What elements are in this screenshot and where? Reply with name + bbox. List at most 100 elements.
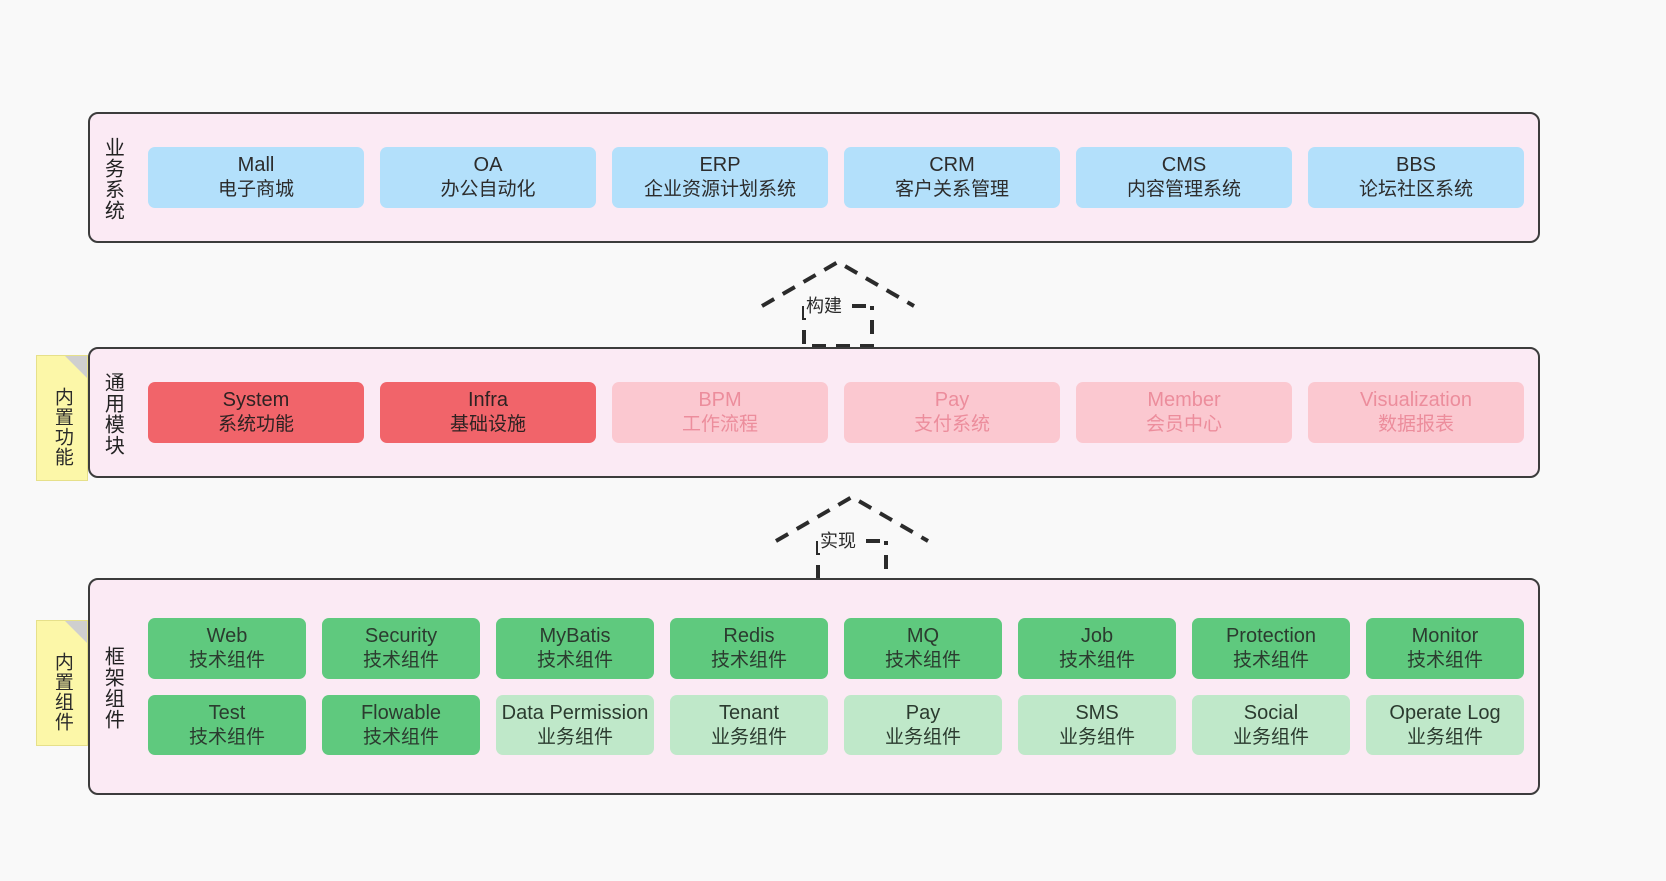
node-job[interactable]: Job 技术组件: [1018, 617, 1176, 679]
node-social[interactable]: Social 业务组件: [1192, 694, 1350, 756]
node-title: CRM: [929, 154, 975, 177]
note-builtin-features: 内置功能: [36, 355, 88, 481]
node-subtitle: 会员中心: [1145, 414, 1222, 436]
node-title: Protection: [1225, 624, 1317, 647]
node-title: Social: [1243, 701, 1299, 724]
connector-build: 构建: [758, 258, 918, 348]
node-title: Pay: [934, 389, 970, 412]
layer-title-business: 业务系统: [101, 136, 124, 221]
node-mybatis[interactable]: MyBatis 技术组件: [496, 617, 654, 679]
node-pay[interactable]: Pay 支付系统: [844, 382, 1060, 443]
node-subtitle: 电子商城: [217, 179, 294, 201]
node-row: Mall 电子商城 OA 办公自动化 ERP 企业资源计划系统 CRM 客户关系…: [148, 147, 1524, 208]
node-subtitle: 客户关系管理: [894, 179, 1009, 201]
node-title: Data Permission: [501, 701, 649, 724]
node-data-permission[interactable]: Data Permission 业务组件: [496, 694, 654, 756]
node-operate-log[interactable]: Operate Log 业务组件: [1366, 694, 1524, 756]
node-title: Pay: [905, 701, 941, 724]
node-oa[interactable]: OA 办公自动化: [380, 147, 596, 208]
node-subtitle: 工作流程: [681, 414, 758, 436]
node-subtitle: 业务组件: [1232, 726, 1309, 748]
connector-implement: 实现: [772, 493, 932, 583]
note-fold-corner: [65, 621, 87, 643]
node-subtitle: 论坛社区系统: [1358, 179, 1473, 201]
node-subtitle: 技术组件: [1406, 649, 1483, 671]
node-title: Job: [1080, 624, 1114, 647]
node-infra[interactable]: Infra 基础设施: [380, 382, 596, 443]
note-builtin-components: 内置组件: [36, 620, 88, 746]
node-system[interactable]: System 系统功能: [148, 382, 364, 443]
node-title: MQ: [906, 624, 940, 647]
connector-implement-label: 实现: [818, 527, 858, 553]
node-security[interactable]: Security 技术组件: [322, 617, 480, 679]
node-mall[interactable]: Mall 电子商城: [148, 147, 364, 208]
node-subtitle: 技术组件: [188, 649, 265, 671]
node-redis[interactable]: Redis 技术组件: [670, 617, 828, 679]
node-bbs[interactable]: BBS 论坛社区系统: [1308, 147, 1524, 208]
node-title: MyBatis: [539, 624, 611, 647]
node-subtitle: 技术组件: [536, 649, 613, 671]
layer-framework-components: 框架组件 Web 技术组件 Security 技术组件 MyBatis 技术组件…: [88, 578, 1540, 795]
node-web[interactable]: Web 技术组件: [148, 617, 306, 679]
node-subtitle: 技术组件: [1232, 649, 1309, 671]
node-subtitle: 业务组件: [710, 726, 787, 748]
node-subtitle: 业务组件: [884, 726, 961, 748]
node-subtitle: 技术组件: [362, 726, 439, 748]
node-crm[interactable]: CRM 客户关系管理: [844, 147, 1060, 208]
node-title: Infra: [467, 389, 509, 412]
node-title: CMS: [1161, 154, 1207, 177]
node-flowable[interactable]: Flowable 技术组件: [322, 694, 480, 756]
node-subtitle: 业务组件: [536, 726, 613, 748]
node-title: System: [222, 389, 290, 412]
node-monitor[interactable]: Monitor 技术组件: [1366, 617, 1524, 679]
implement-arrowhead: [774, 494, 930, 543]
node-title: ERP: [699, 154, 741, 177]
layer-body-business: Mall 电子商城 OA 办公自动化 ERP 企业资源计划系统 CRM 客户关系…: [134, 114, 1538, 241]
node-member[interactable]: Member 会员中心: [1076, 382, 1292, 443]
node-title: Flowable: [360, 701, 442, 724]
node-protection[interactable]: Protection 技术组件: [1192, 617, 1350, 679]
node-subtitle: 业务组件: [1406, 726, 1483, 748]
node-bpm[interactable]: BPM 工作流程: [612, 382, 828, 443]
build-shaft: [802, 306, 874, 348]
node-row: Test 技术组件 Flowable 技术组件 Data Permission …: [148, 694, 1524, 756]
node-subtitle: 办公自动化: [440, 179, 536, 201]
connector-build-label: 构建: [804, 292, 844, 318]
node-title: Security: [364, 624, 438, 647]
node-subtitle: 系统功能: [217, 414, 294, 436]
node-title: BPM: [698, 389, 742, 412]
node-erp[interactable]: ERP 企业资源计划系统: [612, 147, 828, 208]
node-subtitle: 支付系统: [913, 414, 990, 436]
node-title: Monitor: [1411, 624, 1479, 647]
build-arrowhead: [760, 259, 916, 308]
node-title: Test: [208, 701, 246, 724]
layer-business-systems: 业务系统 Mall 电子商城 OA 办公自动化 ERP 企业资源计划系统 CRM…: [88, 112, 1540, 243]
note-label: 内置功能: [51, 387, 73, 467]
layer-body-modules: System 系统功能 Infra 基础设施 BPM 工作流程 Pay 支付系统…: [134, 349, 1538, 476]
layer-common-modules: 通用模块 System 系统功能 Infra 基础设施 BPM 工作流程 Pay…: [88, 347, 1540, 478]
node-cms[interactable]: CMS 内容管理系统: [1076, 147, 1292, 208]
node-title: Operate Log: [1389, 701, 1501, 724]
node-subtitle: 内容管理系统: [1126, 179, 1241, 201]
node-title: Redis: [723, 624, 775, 647]
node-subtitle: 技术组件: [188, 726, 265, 748]
node-test[interactable]: Test 技术组件: [148, 694, 306, 756]
node-title: Tenant: [718, 701, 780, 724]
node-title: SMS: [1075, 701, 1119, 724]
node-row: Web 技术组件 Security 技术组件 MyBatis 技术组件 Redi…: [148, 617, 1524, 679]
node-title: Web: [206, 624, 248, 647]
node-pay-component[interactable]: Pay 业务组件: [844, 694, 1002, 756]
node-mq[interactable]: MQ 技术组件: [844, 617, 1002, 679]
node-row: System 系统功能 Infra 基础设施 BPM 工作流程 Pay 支付系统…: [148, 382, 1524, 443]
node-title: OA: [473, 154, 503, 177]
node-visualization[interactable]: Visualization 数据报表: [1308, 382, 1524, 443]
node-subtitle: 技术组件: [884, 649, 961, 671]
node-subtitle: 业务组件: [1058, 726, 1135, 748]
note-label: 内置组件: [51, 652, 73, 732]
node-sms[interactable]: SMS 业务组件: [1018, 694, 1176, 756]
layer-title-modules: 通用模块: [101, 371, 124, 456]
node-title: Member: [1147, 389, 1221, 412]
node-title: Mall: [237, 154, 275, 177]
node-tenant[interactable]: Tenant 业务组件: [670, 694, 828, 756]
